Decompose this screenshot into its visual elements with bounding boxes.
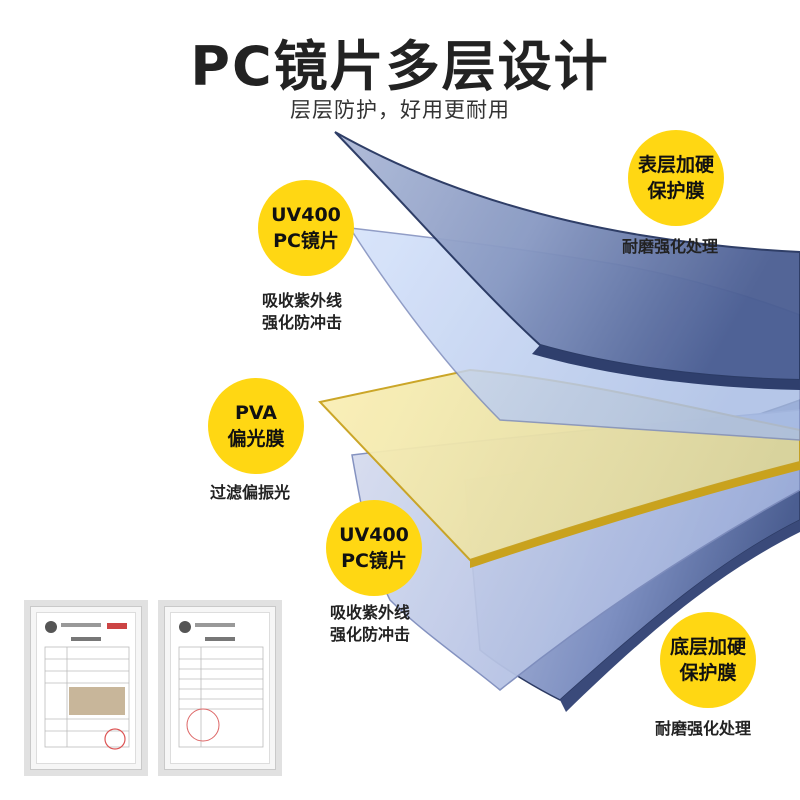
badge-line-2: 偏光膜	[227, 428, 285, 450]
page-subtitle: 层层防护，好用更耐用	[290, 98, 510, 122]
badge-line-2: PC镜片	[273, 230, 339, 252]
uv400-pc-bottom-description: 吸收紫外线 强化防冲击	[330, 602, 410, 646]
bottom-hard-coat-edge	[560, 520, 800, 712]
badge-line-1: 底层加硬	[669, 636, 746, 658]
pva-polarizer-edge	[470, 462, 800, 568]
certificate-1	[24, 600, 148, 776]
badge-line-1: UV400	[271, 204, 341, 226]
description-line: 耐磨强化处理	[655, 719, 752, 738]
certificate-1-illustration	[44, 621, 130, 750]
description-line: 强化防冲击	[262, 313, 343, 332]
top-hard-coat-description: 耐磨强化处理	[622, 236, 718, 258]
pva-polarizer-badge: PVA 偏光膜	[208, 378, 304, 474]
badge-line-1: UV400	[339, 524, 409, 546]
bottom-hard-coat-description: 耐磨强化处理	[655, 718, 751, 740]
description-line: 吸收紫外线	[330, 603, 411, 622]
badge-line-2: 保护膜	[679, 662, 737, 684]
description-line: 吸收紫外线	[262, 291, 343, 310]
description-line: 过滤偏振光	[210, 483, 291, 502]
badge-line-1: PVA	[234, 402, 278, 424]
description-line: 耐磨强化处理	[622, 237, 719, 256]
page-title: PC镜片多层设计	[190, 35, 610, 98]
pva-polarizer-description: 过滤偏振光	[210, 482, 290, 504]
description-line: 强化防冲击	[330, 625, 411, 644]
bottom-hard-coat-badge: 底层加硬 保护膜	[660, 612, 756, 708]
uv400-pc-top-description: 吸收紫外线 强化防冲击	[262, 290, 342, 334]
top-hard-coat-edge	[532, 345, 800, 390]
top-hard-coat-badge: 表层加硬 保护膜	[628, 130, 724, 226]
certificate-2-illustration	[178, 621, 264, 748]
badge-line-2: 保护膜	[647, 180, 705, 202]
badge-line-1: 表层加硬	[637, 154, 714, 176]
uv400-pc-bottom-badge: UV400 PC镜片	[326, 500, 422, 596]
uv400-pc-top-badge: UV400 PC镜片	[258, 180, 354, 276]
badge-line-2: PC镜片	[341, 550, 407, 572]
certificate-2	[158, 600, 282, 776]
